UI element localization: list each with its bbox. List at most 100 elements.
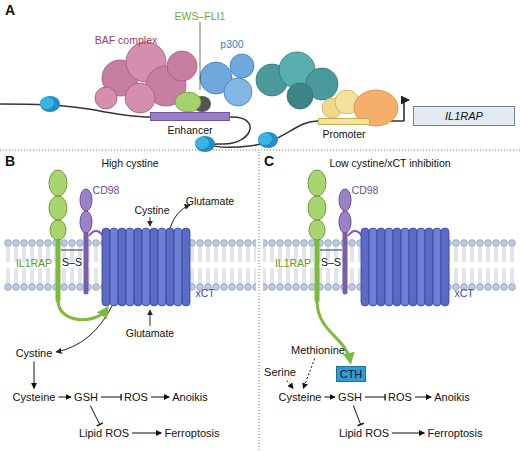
node-text: GSH	[74, 391, 98, 404]
node-text: Anoikis	[172, 391, 207, 404]
chromatin-illustration	[40, 96, 60, 112]
annotation-label: IL1RAP	[275, 257, 311, 269]
annotation-label: IL1RAP	[16, 257, 52, 269]
regulation-arrow	[58, 302, 350, 360]
metabolite-node: Anoikis	[433, 391, 470, 404]
arrow-connector	[324, 397, 335, 398]
inhibition-connector	[90, 406, 100, 425]
connector-layer	[34, 359, 431, 434]
enhancer-region: Enhancer	[150, 112, 230, 121]
chromatin-illustration	[258, 132, 278, 148]
node-text: Cysteine	[13, 391, 56, 404]
annotation-label: S–S	[62, 256, 82, 268]
panel-letter: A	[5, 4, 15, 16]
panel-letter: B	[5, 155, 15, 167]
node-text: Enhancer	[168, 124, 213, 137]
annotation-label: S–S	[321, 256, 341, 268]
node-text: Ferroptosis	[164, 427, 219, 440]
tss-arrow	[404, 100, 409, 121]
node-text: Promoter	[322, 128, 365, 141]
metabolite-node: Cysteine	[278, 391, 323, 404]
node-text: Anoikis	[434, 391, 469, 404]
regulation-arrow	[58, 302, 106, 320]
node-text: ROS	[124, 391, 148, 404]
p300-protein	[224, 78, 252, 106]
annotation-label: CD98	[352, 184, 379, 196]
node-text: Ferroptosis	[427, 427, 482, 440]
annotation-label: Glutamate	[126, 327, 174, 339]
metabolite-node: ROS	[387, 391, 413, 404]
transport-arrow	[56, 205, 190, 352]
annotation-label: Glutamate	[186, 195, 234, 207]
annotation-label: High cystine	[101, 157, 158, 169]
annotation-label: Cystine	[134, 204, 169, 216]
arrow-connector	[132, 433, 161, 434]
node-text: Methionine	[291, 344, 345, 357]
arrow-connector	[415, 397, 431, 398]
node-text: Cysteine	[279, 391, 322, 404]
metabolite-node: Serine	[263, 366, 297, 379]
ews-fli1-protein	[200, 22, 201, 90]
baf-complex	[125, 83, 155, 113]
ews-fli1-protein	[175, 22, 211, 112]
node-text: IL1RAP	[445, 110, 483, 123]
node-text: Cystine	[16, 347, 53, 360]
inhibition-connector	[365, 397, 385, 398]
node-text: Lipid ROS	[79, 427, 129, 440]
metabolite-node: Methionine	[290, 344, 346, 357]
arrow-connector	[392, 433, 424, 434]
panel-letter: C	[264, 155, 274, 167]
transport-arrow	[170, 205, 190, 228]
metabolite-node: GSH	[337, 391, 363, 404]
annotation-label: xCT	[195, 287, 214, 299]
metabolite-node: Lipid ROS	[78, 427, 130, 440]
promoter-region: Promoter	[318, 118, 370, 125]
arrow-connector	[303, 359, 314, 389]
node-text: Serine	[264, 366, 296, 379]
baf-complex	[167, 51, 197, 81]
annotation-label: p300	[220, 38, 243, 50]
metabolite-node: Cysteine	[12, 391, 57, 404]
metabolite-node: Ferroptosis	[426, 427, 483, 440]
metabolite-node: GSH	[73, 391, 99, 404]
annotation-label: EWS–FLI1	[175, 10, 226, 22]
gene-box: IL1RAP	[413, 106, 515, 126]
node-text: CTH	[340, 368, 363, 381]
arrow-connector	[287, 381, 293, 389]
inhibition-connector	[353, 406, 360, 425]
baf-complex	[95, 87, 117, 109]
arrow-connector	[58, 397, 71, 398]
membrane-proteins	[49, 170, 190, 306]
annotation-label: BAF complex	[95, 34, 157, 46]
inhibition-connector	[101, 397, 121, 398]
chromatin-illustration	[0, 22, 409, 152]
ews-fli1-protein	[175, 92, 201, 112]
mediator-complex	[287, 83, 313, 109]
chromatin-illustration	[195, 136, 215, 152]
node-text: ROS	[388, 391, 412, 404]
transport-arrow	[150, 310, 151, 326]
membrane-proteins	[49, 170, 449, 306]
panel-separator	[259, 152, 260, 451]
metabolite-node: ROS	[123, 391, 149, 404]
arrow-connector	[34, 362, 35, 389]
annotation-label: CD98	[93, 184, 120, 196]
arrow-connector	[151, 397, 169, 398]
metabolite-node: Ferroptosis	[163, 427, 220, 440]
node-text: GSH	[338, 391, 362, 404]
panel-separator	[0, 150, 520, 451]
node-text: Lipid ROS	[339, 427, 389, 440]
p300-protein	[230, 54, 254, 78]
annotation-label: xCT	[454, 287, 473, 299]
metabolite-node: Lipid ROS	[338, 427, 390, 440]
panel-separator	[0, 150, 520, 151]
annotation-label: Low cystine/xCT inhibition	[329, 157, 450, 169]
enzyme-box: CTH	[336, 366, 366, 382]
metabolite-node: Cystine	[15, 347, 54, 360]
membrane-proteins	[308, 170, 449, 306]
